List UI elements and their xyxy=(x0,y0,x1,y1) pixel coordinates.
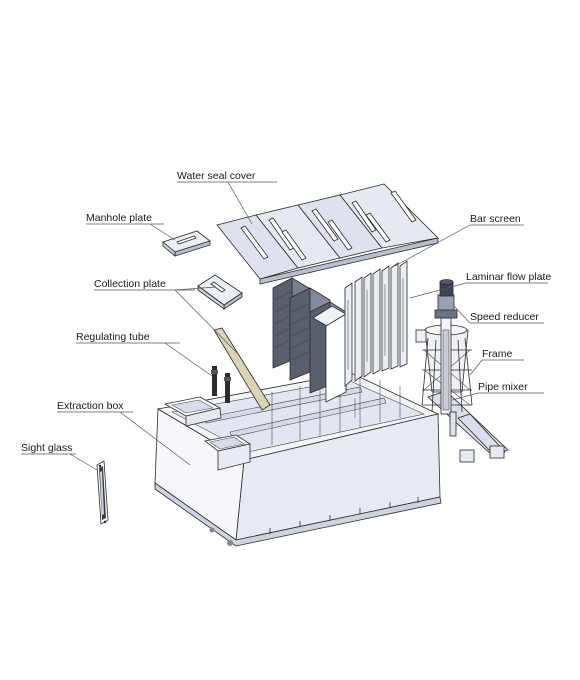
tank-foot xyxy=(209,527,215,533)
label-water-seal-cover: Water seal cover xyxy=(177,170,256,182)
label-pipe-mixer: Pipe mixer xyxy=(478,381,528,393)
callout-labels: Water seal cover Manhole plate Collectio… xyxy=(21,170,551,454)
tank-foot xyxy=(227,540,233,546)
tank-base xyxy=(154,482,442,547)
label-collection-plate: Collection plate xyxy=(94,278,166,290)
bar-screen-plates xyxy=(344,260,408,387)
label-laminar-flow-plate: Laminar flow plate xyxy=(466,271,551,283)
label-bar-screen: Bar screen xyxy=(470,213,521,225)
regulating-tubes xyxy=(211,366,231,403)
lamella-packs xyxy=(272,277,347,403)
label-speed-reducer: Speed reducer xyxy=(470,311,539,323)
tank-internal-rails xyxy=(203,378,401,445)
collection-plate-lid xyxy=(197,274,243,310)
frame-assembly xyxy=(415,279,509,463)
sight-glass xyxy=(96,460,109,525)
label-manhole-plate: Manhole plate xyxy=(86,212,152,224)
outlet-box xyxy=(204,434,252,471)
label-frame: Frame xyxy=(482,348,512,360)
tank-ribs xyxy=(269,497,419,534)
leader-lines xyxy=(21,181,548,471)
label-extraction-box: Extraction box xyxy=(57,400,124,412)
collection-plate xyxy=(213,327,271,411)
label-sight-glass: Sight glass xyxy=(21,442,72,454)
manhole-plate xyxy=(162,230,211,257)
extraction-box xyxy=(163,396,222,427)
water-seal-cover xyxy=(216,183,439,285)
label-regulating-tube: Regulating tube xyxy=(76,331,150,343)
